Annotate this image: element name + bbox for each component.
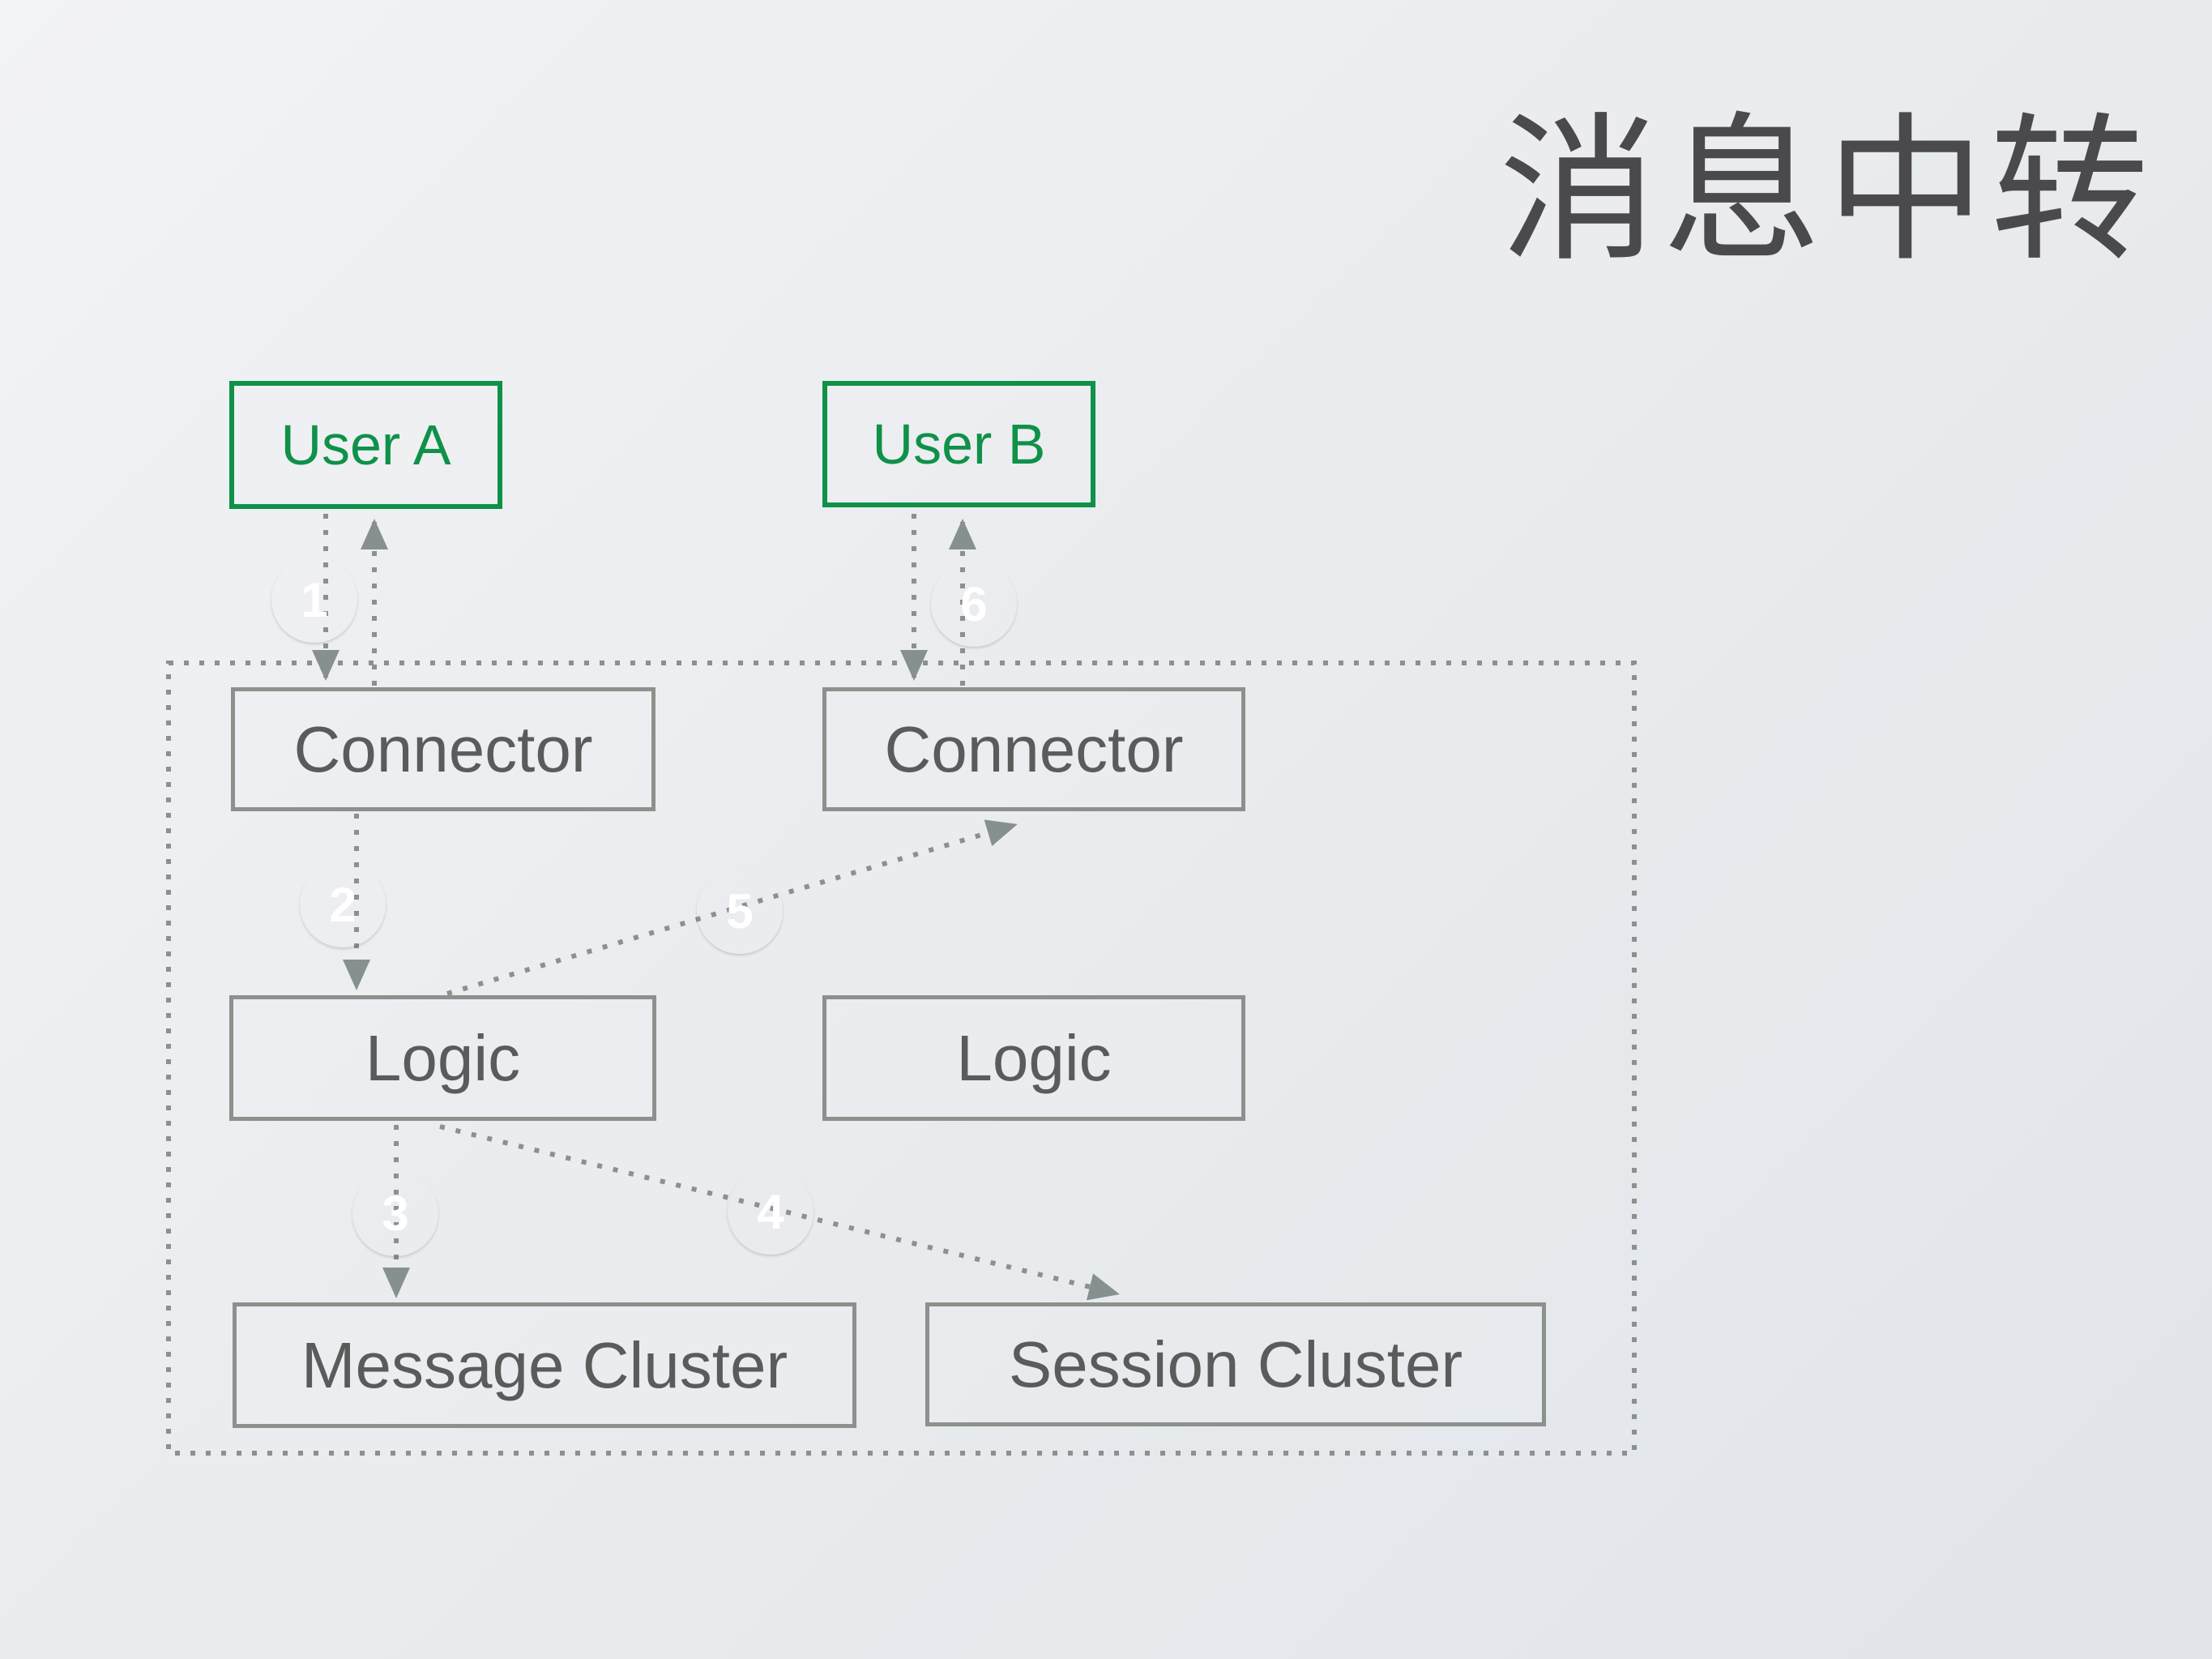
edge-logica-to-sessioncluster: [439, 1124, 1120, 1301]
node-connector-a: Connector: [231, 687, 655, 811]
step-number-5: 5: [726, 883, 754, 939]
node-session-cluster-label: Session Cluster: [1008, 1328, 1463, 1400]
step-number-3: 3: [382, 1186, 409, 1241]
step-badge-1: 1: [271, 557, 357, 643]
node-connector-a-label: Connector: [293, 712, 593, 785]
node-logic-b: Logic: [822, 995, 1245, 1121]
node-user-b: User B: [822, 381, 1095, 507]
step-badge-6: 6: [931, 561, 1017, 647]
node-message-cluster-label: Message Cluster: [301, 1328, 788, 1401]
step-badge-5: 5: [697, 868, 783, 954]
node-user-b-label: User B: [872, 413, 1046, 476]
edge-logica-to-connectorb: [446, 819, 1018, 996]
node-logic-b-label: Logic: [956, 1021, 1112, 1094]
node-connector-b-label: Connector: [884, 712, 1184, 785]
step-badge-2: 2: [300, 862, 386, 947]
node-connector-b: Connector: [822, 687, 1245, 811]
step-number-2: 2: [329, 877, 357, 932]
step-badge-4: 4: [728, 1169, 813, 1255]
step-number-1: 1: [301, 572, 328, 627]
step-number-6: 6: [960, 576, 988, 631]
node-logic-a: Logic: [229, 995, 656, 1121]
node-user-a-label: User A: [280, 413, 451, 477]
node-user-a: User A: [229, 381, 502, 509]
page-title: 消息中转: [1498, 102, 2154, 280]
step-badge-3: 3: [352, 1170, 438, 1256]
node-message-cluster: Message Cluster: [233, 1302, 856, 1428]
cluster-boundary: [166, 661, 1637, 1456]
node-logic-a-label: Logic: [365, 1021, 521, 1094]
step-number-4: 4: [757, 1184, 784, 1239]
node-session-cluster: Session Cluster: [925, 1302, 1546, 1426]
